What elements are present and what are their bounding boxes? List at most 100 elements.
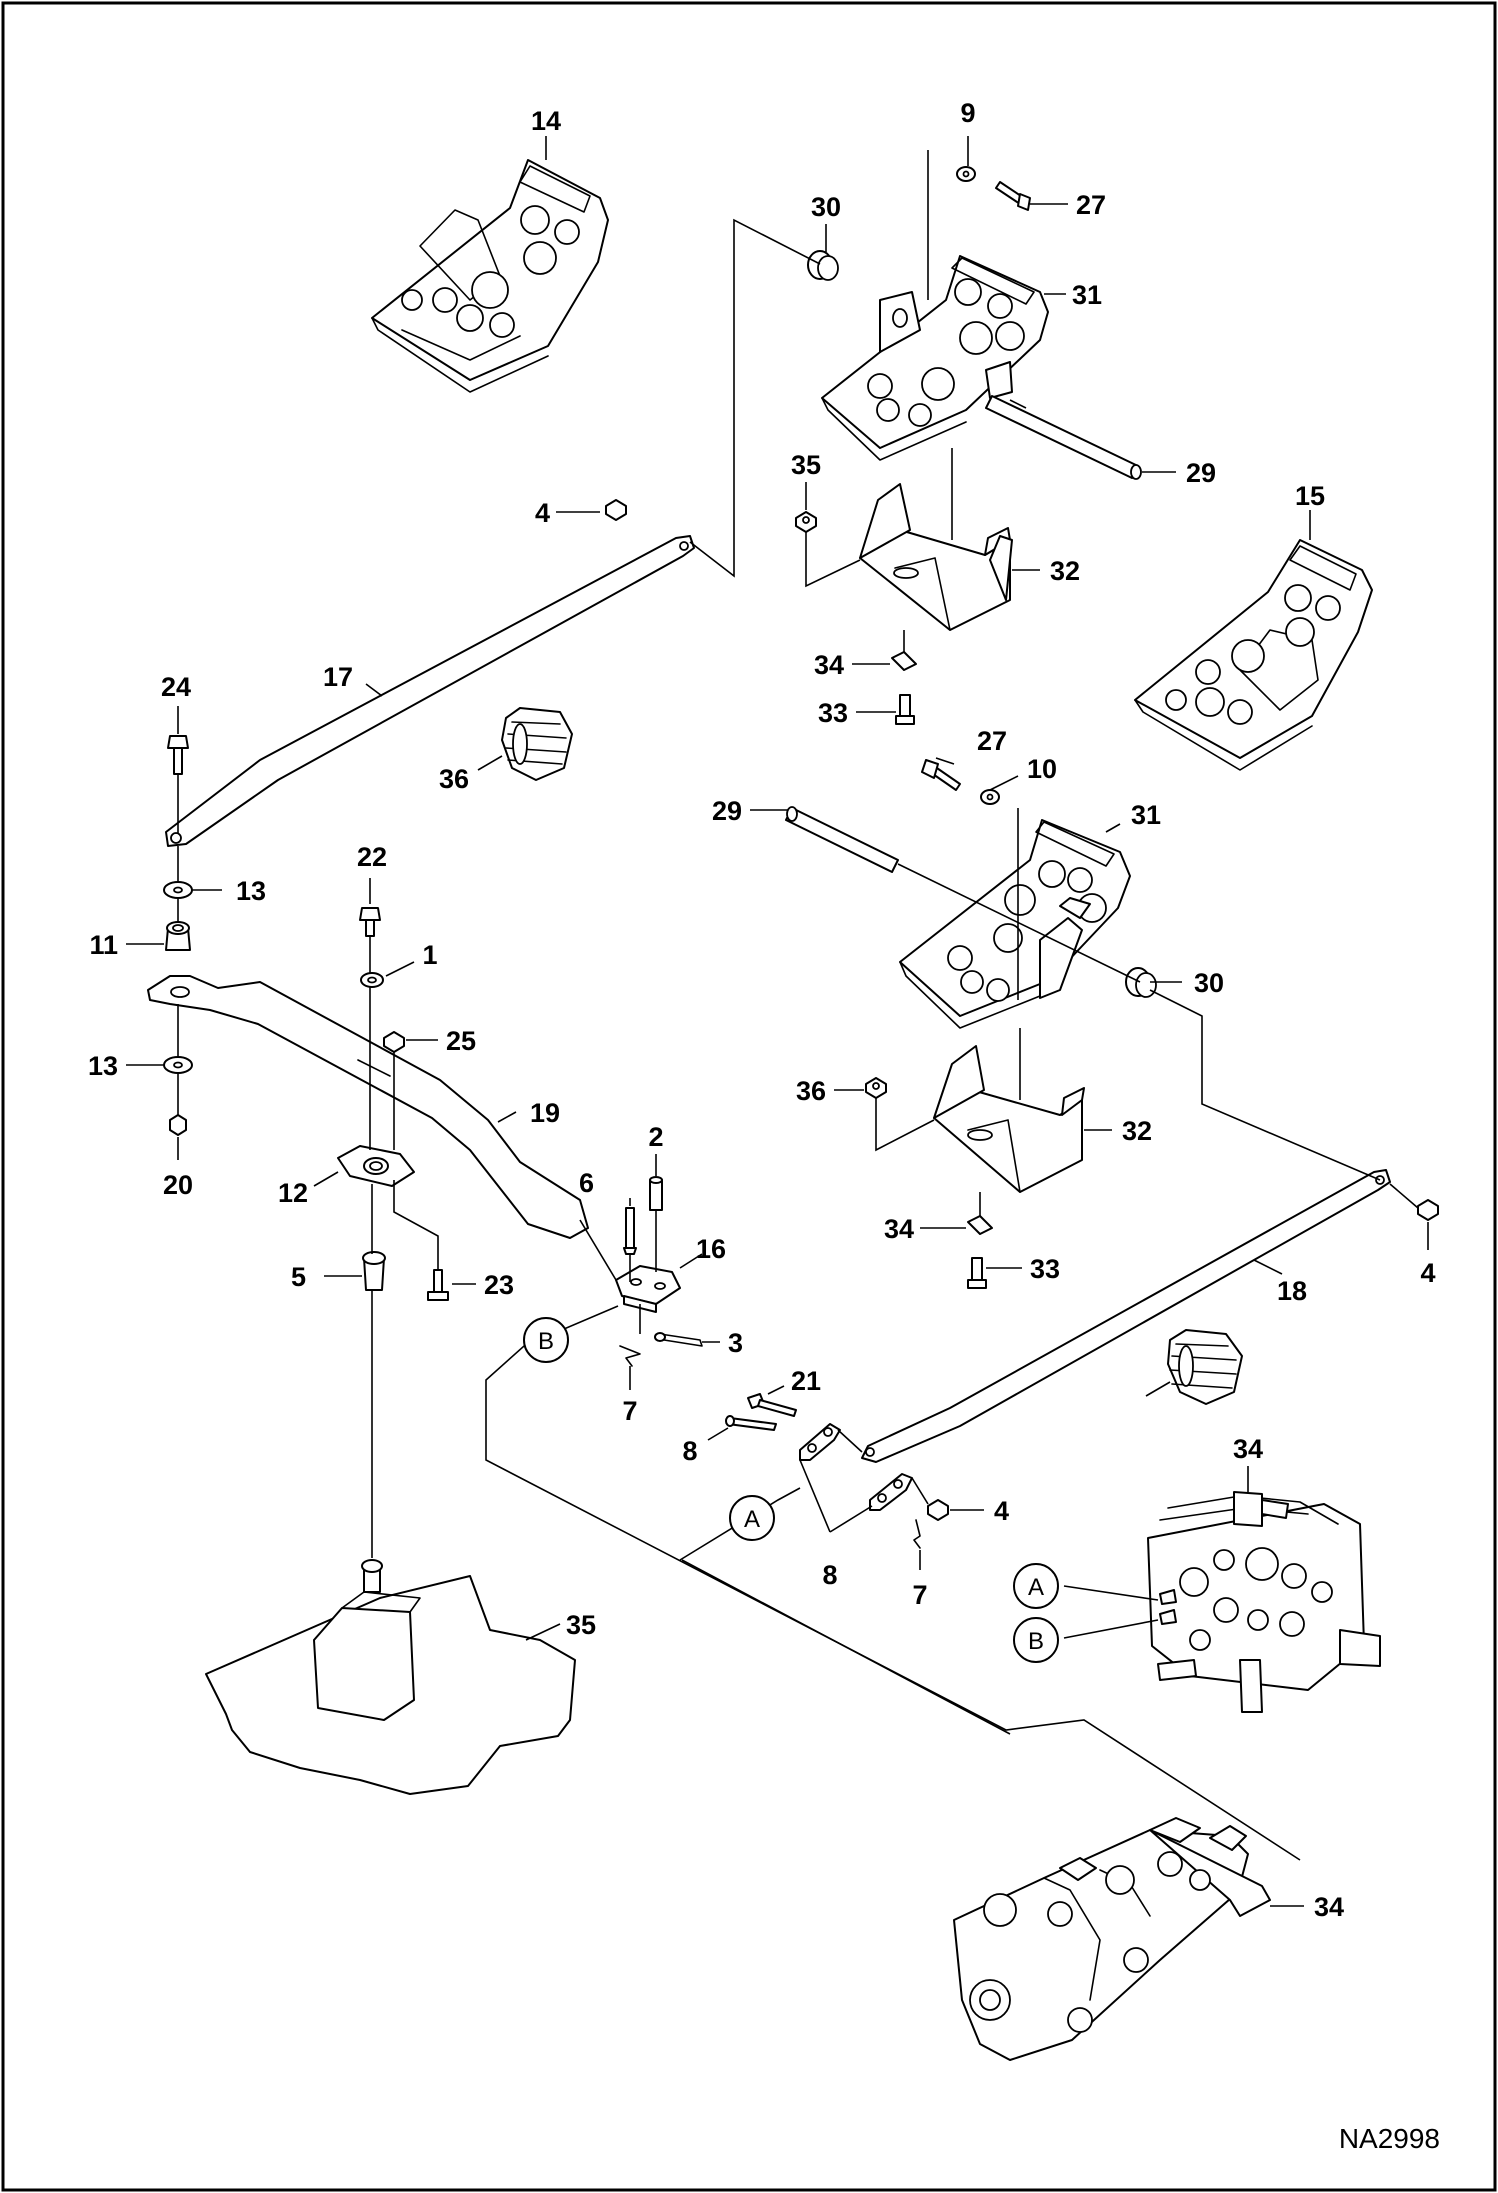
callout-33-upper: 35 [791,450,821,480]
marker-a-valve-label: A [1028,1574,1044,1601]
pedal-15 [1134,539,1373,771]
callout-12: 12 [278,1178,308,1208]
nut-33-upper [795,511,817,533]
callout-30-upper: 32 [1050,556,1080,586]
callout-35: 35 [566,1610,596,1640]
nut-4-right [1417,1199,1439,1221]
connection-marker-a-valve: A [1013,1563,1059,1609]
bushing-28-upper [807,250,839,281]
callout-24: 23 [484,1270,514,1300]
callout-27-lower: 29 [712,796,742,826]
callout-23-lower: 27 [977,726,1007,756]
callout-10: 11 [89,930,118,960]
pin-2 [649,1176,663,1211]
marker-b-valve-label: B [1028,1628,1044,1655]
bracket-30-lower [933,1045,1085,1193]
callout-29-upper: 31 [1072,280,1102,310]
callout-34-bottom: 34 [1314,1892,1344,1922]
callout-36-upper: 36 [439,764,469,794]
bolt-23-upper [995,181,1031,211]
callout-4-right: 4 [1420,1258,1435,1288]
connection-marker-b-valve: B [1013,1617,1059,1663]
pivot-12 [337,1145,415,1187]
callout-8-lower: 10 [1027,754,1057,784]
callout-17: 17 [323,662,353,692]
control-valve-34-iso [953,1817,1271,2061]
clevis-link-11-upper [799,1423,841,1461]
washer-8-upper [956,166,976,182]
clip-7-left [619,1345,641,1367]
callout-7-left: 7 [622,1396,637,1426]
callout-31-upper: 33 [818,698,848,728]
callout-18: 18 [1277,1276,1307,1306]
clip-32-upper [891,651,917,671]
bolt-23-lower [921,759,961,791]
nut-26 [383,1031,405,1053]
pedal-14 [371,159,609,393]
washer-13-upper [163,881,193,899]
callout-21: 21 [791,1366,821,1396]
callout-16: 16 [696,1234,726,1264]
callout-4-upper: 4 [535,498,550,528]
washer-1 [360,972,384,988]
clevis-link-11-lower [869,1473,913,1511]
link-rod-18 [861,1169,1391,1463]
callout-labels: 14 15 9 27 30 31 29 35 32 34 33 27 10 29… [88,98,1436,1922]
callout-29-lower: 31 [1131,800,1161,830]
callout-27-upper: 29 [1186,458,1216,488]
nut-4-lower [927,1499,949,1521]
callout-30-lower: 32 [1122,1116,1152,1146]
callout-7-right: 7 [912,1580,927,1610]
bushing-5 [362,1251,386,1291]
callout-4-lower: 4 [994,1496,1009,1526]
bolt-21 [747,1393,797,1417]
callout-34-top: 34 [1233,1434,1263,1464]
callout-14: 14 [531,106,561,136]
connection-marker-b-linkage: B [523,1317,569,1363]
cotter-pin-3 [654,1332,703,1347]
callout-1: 1 [422,940,437,970]
connection-marker-a-linkage: A [729,1495,775,1541]
callout-6: 6 [579,1168,594,1198]
clevis-16 [615,1265,681,1313]
bracket-30-upper [859,483,1013,631]
bolt-31-lower [967,1257,987,1289]
boot-36-lower [1167,1329,1243,1405]
callout-31-lower: 33 [1030,1254,1060,1284]
callout-9: 8 [682,1436,697,1466]
shaft-27-lower [785,806,899,873]
spacer-10 [165,921,191,951]
callout-11: 8 [822,1560,837,1590]
boot-36-upper [501,707,573,781]
callout-8-upper: 9 [960,98,975,128]
callout-33-lower: 36 [796,1076,826,1106]
nut-4-upper [605,499,627,521]
bolt-25 [167,735,189,775]
callout-32-lower: 34 [884,1214,914,1244]
callout-28-upper: 30 [811,192,841,222]
bolt-22 [359,907,381,937]
callout-28-lower: 30 [1194,968,1224,998]
callout-26: 25 [446,1026,476,1056]
pedal-29-upper [821,255,1049,461]
callout-32-upper: 34 [814,650,844,680]
callout-19: 19 [530,1098,560,1128]
pin-9 [725,1415,777,1431]
lever-19 [147,975,589,1239]
callout-22: 22 [357,842,387,872]
link-rod-17 [165,535,695,847]
washer-13-lower [163,1056,193,1074]
pin-6 [623,1207,637,1255]
callout-2: 2 [648,1122,663,1152]
bolt-31-upper [895,694,915,725]
drawing-id: NA2998 [1339,2123,1440,2154]
shaft-27-upper [985,395,1142,480]
marker-b-linkage-label: B [538,1328,554,1355]
callout-3: 3 [728,1328,743,1358]
callout-20: 20 [163,1170,193,1200]
floor-mount-35 [205,1559,576,1795]
callout-25: 24 [161,672,191,702]
clip-32-lower [967,1215,993,1235]
